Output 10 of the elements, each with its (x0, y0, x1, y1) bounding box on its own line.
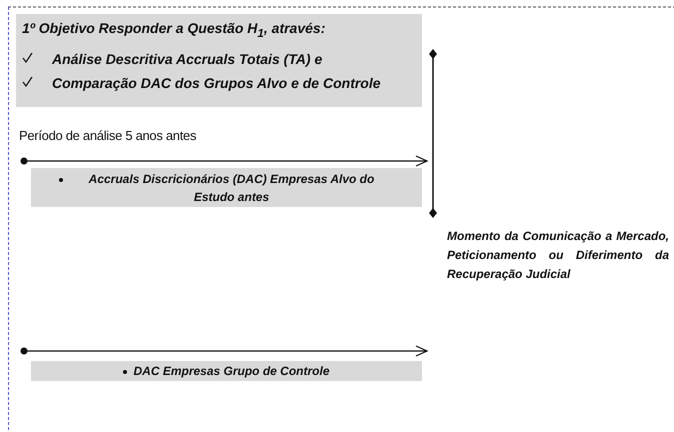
analysis-text: DAC Empresas Grupo de Controle (133, 363, 330, 380)
analysis-box (31, 361, 422, 381)
objective-item: Comparação DAC dos Grupos Alvo e de Controle (52, 74, 382, 93)
objective-item: Análise Descritiva Accruals Totais (TA) e (52, 50, 324, 69)
objective-box (16, 14, 422, 107)
analysis-box (31, 168, 422, 207)
analysis-text: Accruals Discricionários (DAC) Empresas Alvo do Estudo antes (88, 171, 376, 206)
event-note: Momento da Comunicação a Mercado, Peticionamento ou Diferimento da Recuperação Judicial (447, 228, 669, 283)
period-label: Período de análise 5 anos antes (19, 128, 196, 143)
objective-heading: 1º Objetivo Responder a Questão H$_{1}$, através: (22, 19, 326, 42)
